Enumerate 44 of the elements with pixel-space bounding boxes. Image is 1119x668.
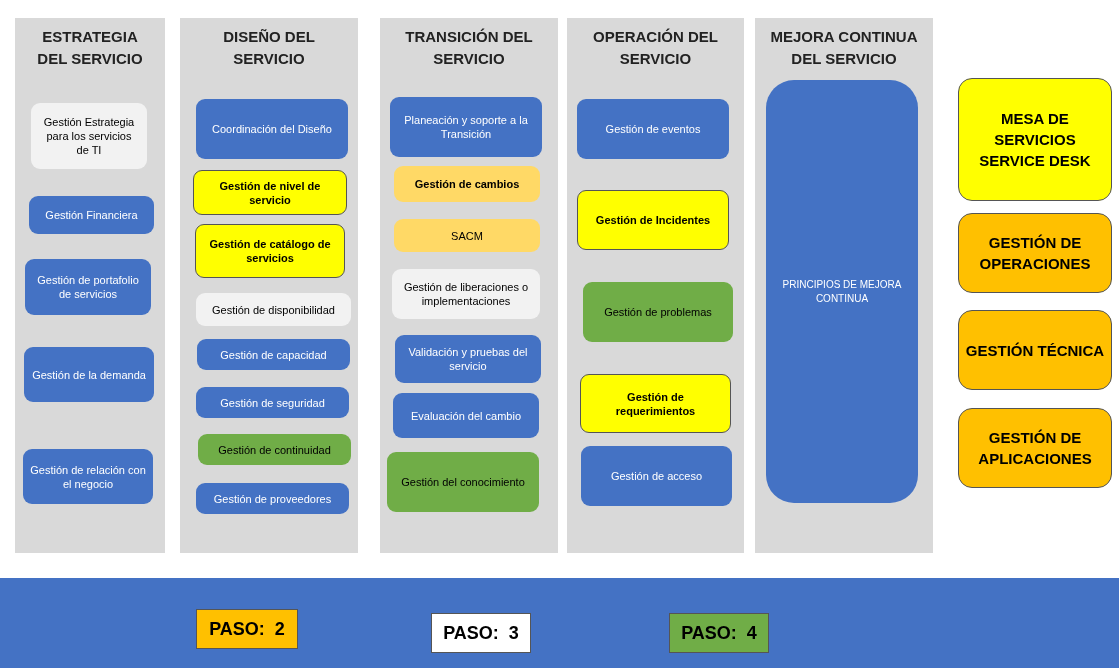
- process-box: Gestión de la demanda: [24, 347, 154, 402]
- column-panel: [567, 18, 744, 553]
- process-box: Gestión de catálogo de servicios: [195, 224, 345, 278]
- function-box: MESA DE SERVICIOS SERVICE DESK: [958, 78, 1112, 201]
- column-panel: [15, 18, 165, 553]
- column-heading: DISEÑO DEL SERVICIO: [222, 27, 316, 69]
- process-box: Gestión de seguridad: [196, 387, 349, 418]
- function-box: GESTIÓN TÉCNICA: [958, 310, 1112, 390]
- process-box: Gestión del conocimiento: [387, 452, 539, 512]
- column-heading: OPERACIÓN DEL SERVICIO: [592, 27, 719, 69]
- process-box: Gestión de acceso: [581, 446, 732, 506]
- process-box: Planeación y soporte a la Transición: [390, 97, 542, 157]
- column-panel: [180, 18, 358, 553]
- column-heading: ESTRATEGIA DEL SERVICIO: [36, 27, 144, 69]
- process-box: Gestión de continuidad: [198, 434, 351, 465]
- process-box: Gestión Financiera: [29, 196, 154, 234]
- process-box: Validación y pruebas del servicio: [395, 335, 541, 383]
- process-box: PRINCIPIOS DE MEJORA CONTINUA: [766, 80, 918, 503]
- process-box: SACM: [394, 219, 540, 252]
- column-panel: [755, 18, 933, 553]
- process-box: Gestión de disponibilidad: [196, 293, 351, 326]
- column-heading: MEJORA CONTINUA DEL SERVICIO: [769, 27, 919, 69]
- process-box: Gestión de problemas: [583, 282, 733, 342]
- process-box: Gestión Estrategia para los servicios de TI: [31, 103, 147, 169]
- step-label: PASO: 4: [669, 613, 769, 653]
- column-panel: [380, 18, 558, 553]
- column-heading: TRANSICIÓN DEL SERVICIO: [404, 27, 534, 69]
- process-box: Gestión de Incidentes: [577, 190, 729, 250]
- step-label: PASO: 3: [431, 613, 531, 653]
- process-box: Gestión de liberaciones o implementaciones: [392, 269, 540, 319]
- process-box: Gestión de capacidad: [197, 339, 350, 370]
- process-box: Gestión de portafolio de servicios: [25, 259, 151, 315]
- process-box: Coordinación del Diseño: [196, 99, 348, 159]
- process-box: Gestión de cambios: [394, 166, 540, 202]
- step-label: PASO: 2: [196, 609, 298, 649]
- process-box: Gestión de eventos: [577, 99, 729, 159]
- function-box: GESTIÓN DE OPERACIONES: [958, 213, 1112, 293]
- process-box: Evaluación del cambio: [393, 393, 539, 438]
- function-box: GESTIÓN DE APLICACIONES: [958, 408, 1112, 488]
- footer-band: [0, 578, 1119, 668]
- process-box: Gestión de proveedores: [196, 483, 349, 514]
- process-box: Gestión de relación con el negocio: [23, 449, 153, 504]
- process-box: Gestión de requerimientos: [580, 374, 731, 433]
- process-box: Gestión de nivel de servicio: [193, 170, 347, 215]
